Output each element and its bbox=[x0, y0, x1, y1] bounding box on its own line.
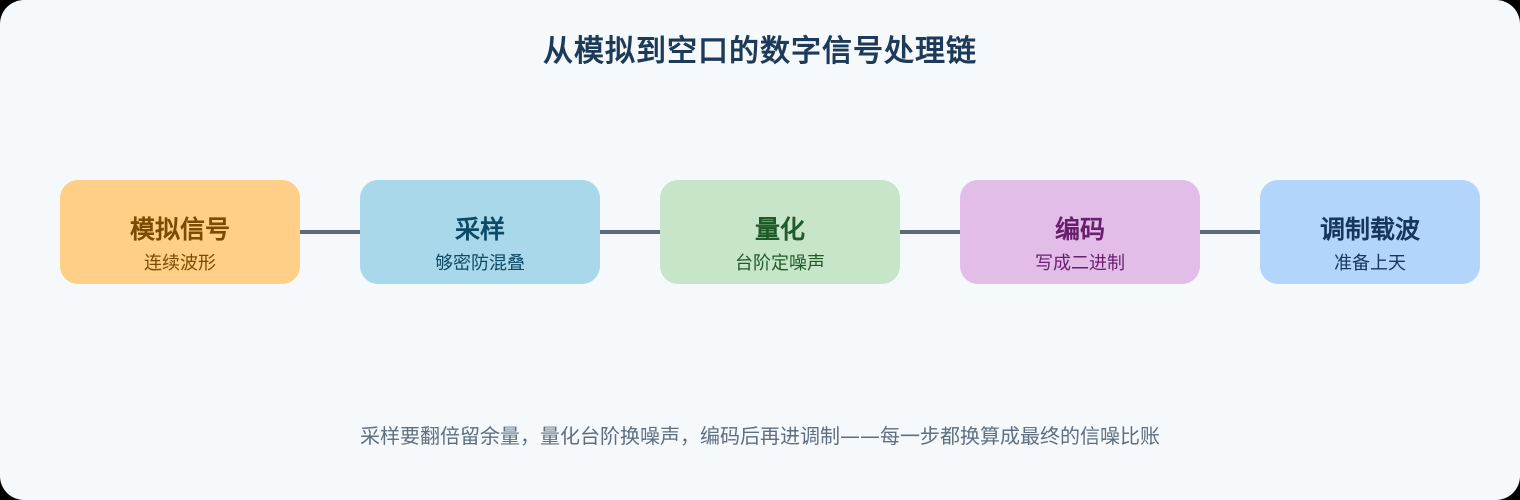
step-subtitle: 准备上天 bbox=[1334, 253, 1406, 274]
step-title: 模拟信号 bbox=[129, 215, 230, 244]
step-subtitle: 台阶定噪声 bbox=[735, 253, 825, 274]
step-encoding: 编码 写成二进制 bbox=[960, 180, 1200, 284]
connector-line bbox=[898, 230, 962, 234]
step-subtitle: 够密防混叠 bbox=[435, 253, 525, 274]
step-title: 采样 bbox=[454, 215, 505, 244]
step-title: 编码 bbox=[1054, 215, 1105, 244]
diagram-title: 从模拟到空口的数字信号处理链 bbox=[543, 34, 977, 69]
step-subtitle: 连续波形 bbox=[144, 253, 216, 274]
step-sampling: 采样 够密防混叠 bbox=[360, 180, 600, 284]
connector-line bbox=[298, 230, 362, 234]
step-subtitle: 写成二进制 bbox=[1035, 253, 1125, 274]
connector-line bbox=[598, 230, 662, 234]
step-quantization: 量化 台阶定噪声 bbox=[660, 180, 900, 284]
connector-line bbox=[1198, 230, 1262, 234]
step-title: 调制载波 bbox=[1319, 215, 1420, 244]
step-title: 量化 bbox=[754, 215, 805, 244]
caption-text: 采样要翻倍留余量，量化台阶换噪声，编码后再进调制——每一步都换算成最终的信噪比账 bbox=[360, 424, 1160, 448]
step-modulation: 调制载波 准备上天 bbox=[1260, 180, 1480, 284]
step-analog-signal: 模拟信号 连续波形 bbox=[60, 180, 300, 284]
